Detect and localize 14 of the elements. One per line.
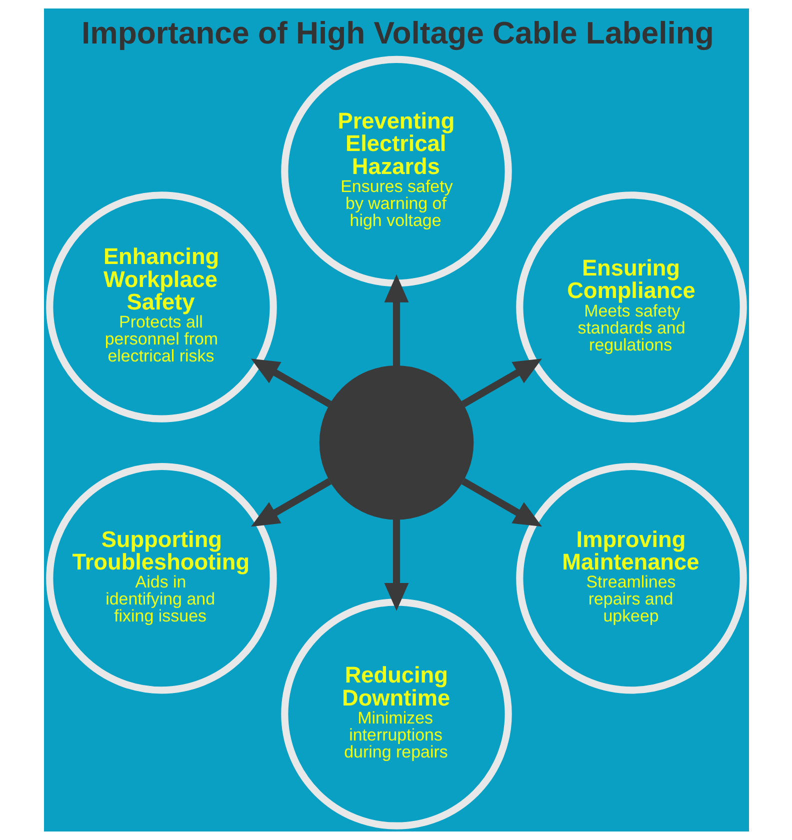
node-circle <box>318 366 474 520</box>
arrow <box>250 478 332 527</box>
arrow <box>384 519 408 611</box>
node-circle: Supporting Troubleshooting Aids in identifying and fixing issues <box>46 462 276 694</box>
arrow <box>460 358 542 408</box>
node-circle: Improving Maintenance Streamlines repairs and upkeep <box>516 462 746 694</box>
node-circle: Ensuring Compliance Meets safety standards and regulations <box>516 192 746 422</box>
arrow <box>460 478 542 527</box>
node-circle: Enhancing Workplace Safety Protects all personnel from electrical risks <box>46 192 276 422</box>
arrow <box>250 358 332 408</box>
node-circle: Reducing Downtime Minimizes interruptions during repairs <box>280 598 512 830</box>
node-circle: Preventing Electrical Hazards Ensures safety by warning of high voltage <box>280 56 512 287</box>
arrow <box>384 274 408 366</box>
diagram-title: Importance of High Voltage Cable Labeling <box>81 15 714 50</box>
